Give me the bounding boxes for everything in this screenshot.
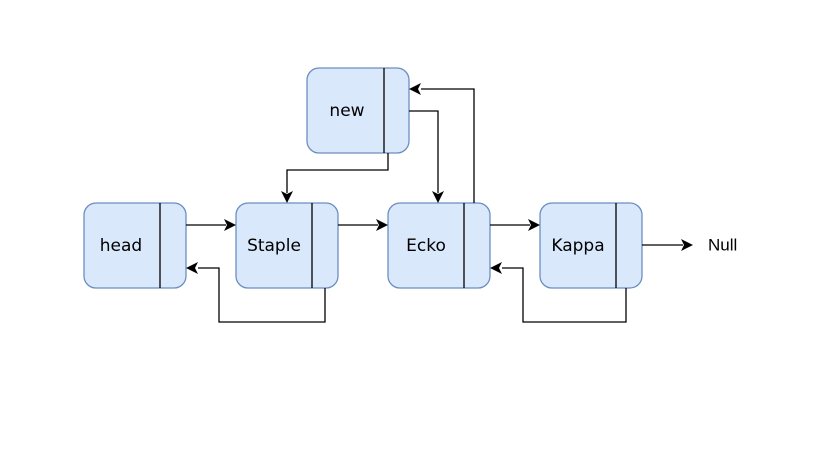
- node-kappa: Kappa: [539, 202, 643, 289]
- null-terminal-label: Null: [708, 236, 737, 255]
- node-ecko-label: Ecko: [406, 236, 446, 256]
- edge-new-to-ecko: [409, 110, 444, 203]
- edge-new-to-staple: [281, 153, 389, 203]
- edge-ecko-to-kappa: [490, 219, 540, 231]
- edge-kappa-to-null: [642, 239, 693, 251]
- edge-staple-to-head: [186, 262, 326, 323]
- node-new: new: [306, 67, 410, 154]
- edge-ecko-to-new: [409, 83, 475, 203]
- node-ecko: Ecko: [387, 202, 491, 289]
- edge-staple-to-ecko: [338, 219, 388, 231]
- edge-head-to-staple: [186, 219, 236, 231]
- node-kappa-label: Kappa: [551, 236, 604, 256]
- node-head: head: [83, 202, 187, 289]
- node-staple-label: Staple: [247, 236, 301, 256]
- node-new-label: new: [329, 101, 364, 121]
- node-staple: Staple: [235, 202, 339, 289]
- node-head-label: head: [100, 236, 142, 256]
- edge-kappa-to-ecko: [490, 262, 627, 323]
